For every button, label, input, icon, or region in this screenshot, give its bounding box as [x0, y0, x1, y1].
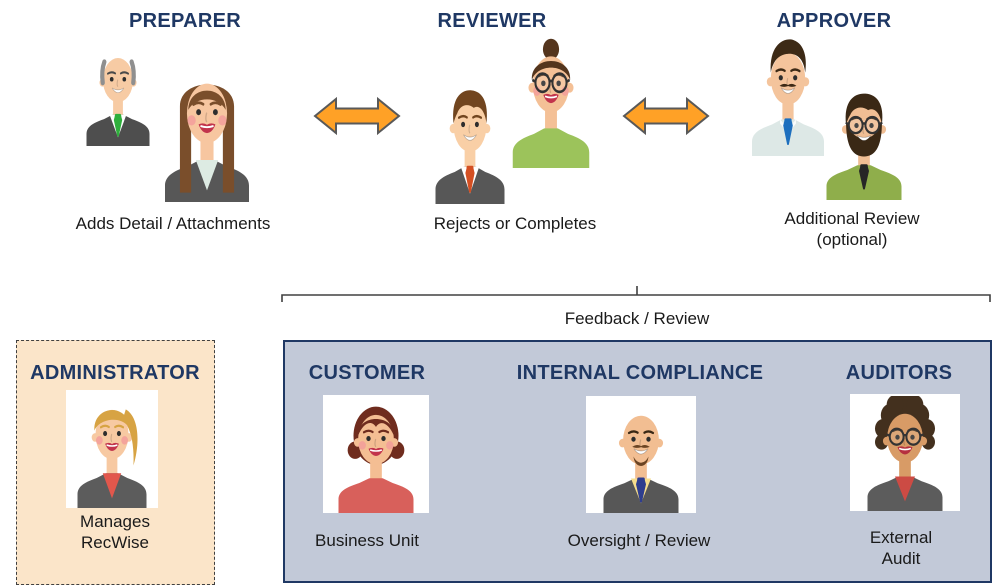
administrator-title: ADMINISTRATOR: [30, 362, 200, 384]
reviewer-approver-arrow-icon: [621, 95, 711, 137]
preparer-reviewer-arrow-icon: [312, 95, 402, 137]
administrator-box: ADMINISTRATOR Manages RecWise: [16, 340, 215, 585]
feedback-bracket-icon: [281, 284, 992, 311]
compliance-photo-card: [586, 396, 696, 513]
preparer-female-avatar-icon: [151, 62, 263, 202]
administrator-caption: Manages RecWise: [80, 512, 150, 552]
approver-title: APPROVER: [776, 10, 892, 32]
administrator-photo-card: [66, 390, 158, 508]
customer-title: CUSTOMER: [308, 362, 426, 384]
feedback-panel: CUSTOMER INTERNAL COMPLIANCE AUDITORS Bu…: [283, 340, 992, 583]
auditors-title: AUDITORS: [845, 362, 953, 384]
customer-photo-card: [323, 395, 429, 513]
auditor-avatar-icon: [855, 396, 955, 511]
preparer-male-avatar-icon: [76, 42, 160, 146]
auditors-photo-card: [850, 394, 960, 511]
approver-caption: Additional Review (optional): [784, 209, 920, 249]
administrator-avatar-icon: [66, 392, 158, 508]
reviewer-male-avatar-icon: [424, 80, 516, 204]
reviewer-caption: Rejects or Completes: [433, 214, 597, 233]
customer-avatar-icon: [326, 397, 426, 513]
reviewer-title: REVIEWER: [437, 10, 547, 32]
compliance-title: INTERNAL COMPLIANCE: [516, 362, 764, 384]
approver-male2-avatar-icon: [814, 84, 914, 200]
compliance-avatar-icon: [591, 398, 691, 513]
approver-male1-avatar-icon: [740, 34, 836, 156]
feedback-label: Feedback / Review: [564, 309, 710, 328]
customer-caption: Business Unit: [315, 531, 419, 550]
reviewer-female-avatar-icon: [500, 36, 602, 168]
compliance-caption: Oversight / Review: [567, 531, 711, 550]
preparer-caption: Adds Detail / Attachments: [75, 214, 271, 233]
preparer-title: PREPARER: [128, 10, 242, 32]
auditors-caption: External Audit: [869, 528, 933, 568]
